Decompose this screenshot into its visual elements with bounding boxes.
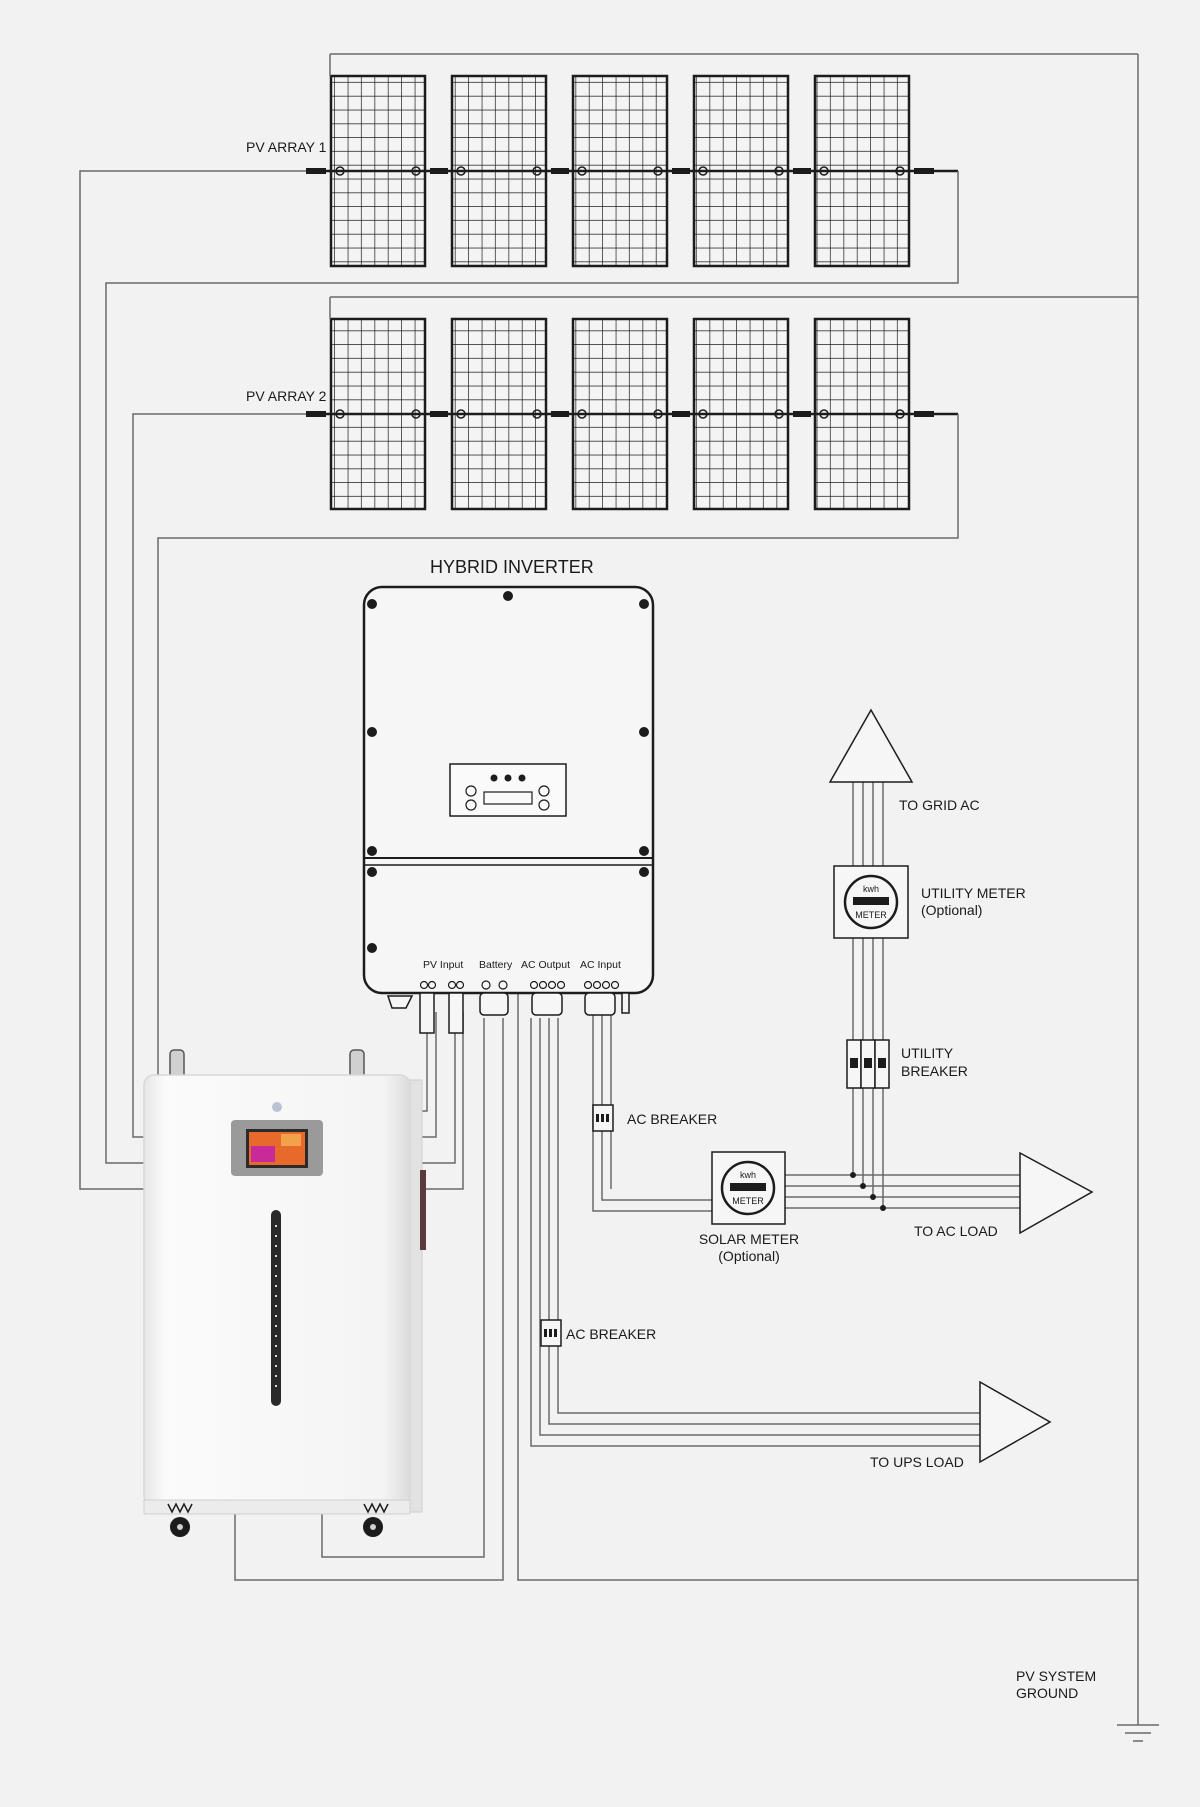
utility-meter: kwh METER UTILITY METER (Optional) — [833, 865, 1026, 939]
utility-breaker-label-2: BREAKER — [901, 1063, 968, 1079]
ac-wiring — [530, 775, 1020, 1447]
pv-array-2-label: PV ARRAY 2 — [246, 388, 327, 404]
utility-meter-unit: kwh — [863, 884, 879, 894]
ground-icon — [1117, 1724, 1159, 1742]
inverter-control-panel — [449, 763, 567, 817]
solar-meter: kwh METER SOLAR METER (Optional) — [699, 1151, 799, 1264]
ground-label-1: PV SYSTEM — [1016, 1668, 1096, 1684]
battery-led-bar — [275, 1225, 277, 1387]
ac-load-label: TO AC LOAD — [914, 1223, 998, 1239]
solar-meter-note: (Optional) — [718, 1248, 779, 1264]
solar-meter-text: METER — [732, 1196, 764, 1206]
pv-array-1-label: PV ARRAY 1 — [246, 139, 327, 155]
inverter-terminals — [419, 980, 620, 990]
port-label-ac-input: AC Input — [580, 959, 621, 971]
utility-meter-text: METER — [855, 910, 887, 920]
pv-array-2: PV ARRAY 2 — [246, 296, 1138, 511]
utility-breaker-label-1: UTILITY — [901, 1045, 954, 1061]
ac-breaker-1-label: AC BREAKER — [627, 1111, 717, 1127]
to-grid-arrow: TO GRID AC — [828, 708, 980, 813]
utility-breaker: UTILITY BREAKER — [846, 1039, 968, 1089]
to-ups-load-arrow: TO UPS LOAD — [870, 1380, 1052, 1470]
mounting-screws — [367, 591, 649, 953]
solar-meter-label: SOLAR METER — [699, 1231, 799, 1247]
battery-wheels — [170, 1517, 383, 1537]
battery-touchscreen — [231, 1120, 323, 1176]
port-label-ac-output: AC Output — [521, 959, 570, 971]
utility-meter-label: UTILITY METER — [921, 885, 1026, 901]
cable-glands — [386, 992, 630, 1034]
pv-array-1: PV ARRAY 1 — [246, 53, 1138, 268]
pv-system-ground: PV SYSTEM GROUND — [1016, 1668, 1159, 1742]
ups-load-label: TO UPS LOAD — [870, 1454, 964, 1470]
grid-label: TO GRID AC — [899, 797, 980, 813]
port-label-pv-input: PV Input — [423, 959, 463, 971]
battery-cabinet — [143, 1049, 426, 1537]
junction-dots — [850, 1172, 886, 1211]
ground-label-2: GROUND — [1016, 1685, 1078, 1701]
solar-meter-unit: kwh — [740, 1170, 756, 1180]
inverter-port-labels: PV Input Battery AC Output AC Input — [423, 959, 621, 971]
ac-breaker-2-label: AC BREAKER — [566, 1326, 656, 1342]
dc-wiring — [79, 54, 1139, 1725]
hybrid-inverter: HYBRID INVERTER PV Input Battery AC Outp… — [362, 557, 655, 1034]
ac-breaker-1: AC BREAKER — [592, 1104, 717, 1132]
utility-meter-note: (Optional) — [921, 902, 982, 918]
ac-breaker-2: AC BREAKER — [540, 1319, 656, 1347]
inverter-title: HYBRID INVERTER — [430, 557, 594, 577]
port-label-battery: Battery — [479, 959, 513, 971]
to-ac-load-arrow: TO AC LOAD — [914, 1151, 1094, 1239]
